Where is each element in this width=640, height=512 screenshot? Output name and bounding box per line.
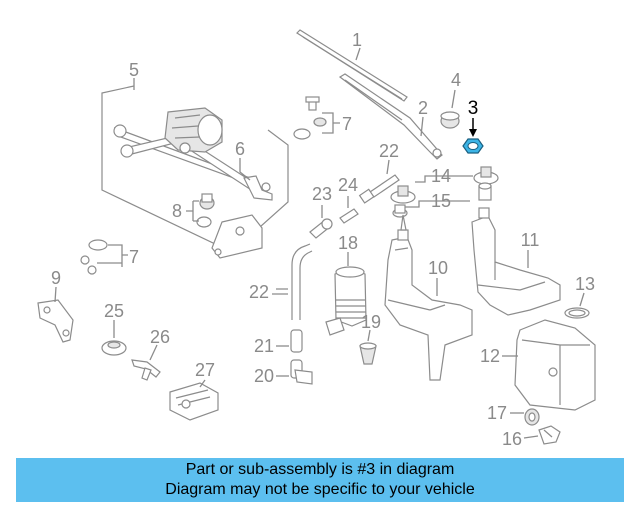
part-26-hose-connector bbox=[131, 344, 161, 381]
callout-5: 5 bbox=[129, 60, 139, 80]
part-21-check-valve bbox=[276, 329, 303, 353]
callout-23: 23 bbox=[312, 184, 332, 204]
callout-24: 24 bbox=[338, 175, 358, 195]
callout-17: 17 bbox=[487, 403, 507, 423]
callout-22-upper: 22 bbox=[379, 141, 399, 161]
part-22-hose-lower bbox=[272, 243, 313, 320]
part-19-grommet bbox=[359, 329, 377, 365]
part-8-grommets bbox=[186, 193, 215, 228]
part-4-cap bbox=[440, 89, 460, 129]
part-2-wiper-arm bbox=[338, 73, 443, 160]
callout-4: 4 bbox=[451, 70, 461, 90]
part-23-connector bbox=[309, 205, 333, 239]
callout-19: 19 bbox=[361, 312, 381, 332]
part-9-bracket bbox=[37, 286, 74, 343]
callout-10: 10 bbox=[428, 258, 448, 278]
part-15-mount bbox=[392, 182, 492, 218]
part-24-connector bbox=[339, 196, 359, 224]
motor-mount-bracket bbox=[211, 214, 263, 259]
callout-7-upper: 7 bbox=[342, 114, 352, 134]
callout-16: 16 bbox=[502, 429, 522, 449]
part-12-washer-tank bbox=[502, 319, 596, 411]
part-17-grommet bbox=[510, 408, 540, 426]
callout-12: 12 bbox=[480, 346, 500, 366]
callout-3: 3 bbox=[468, 98, 479, 119]
callout-11: 11 bbox=[521, 230, 540, 250]
callout-8: 8 bbox=[172, 201, 182, 221]
part-27-pump bbox=[169, 379, 219, 421]
part-25-grommet bbox=[101, 320, 127, 356]
part-10-washer-reservoir bbox=[384, 214, 473, 381]
callout-27: 27 bbox=[195, 360, 215, 380]
callout-6: 6 bbox=[235, 139, 245, 159]
part-22-hose-connector-upper bbox=[358, 159, 400, 204]
part-1-wiper-blade bbox=[296, 29, 408, 102]
callout-13: 13 bbox=[575, 274, 595, 294]
part-7-washers-lower bbox=[80, 239, 128, 275]
part-11-washer-reservoir bbox=[471, 207, 561, 316]
callout-9: 9 bbox=[51, 268, 61, 288]
part-16-pump bbox=[523, 425, 561, 445]
part-7-bolt-washers-upper bbox=[293, 96, 340, 140]
parts-diagram: 1 2 3 4 5 6 7 7 8 9 10 11 12 13 14 15 16… bbox=[37, 29, 596, 449]
callout-15: 15 bbox=[431, 191, 451, 211]
callout-18: 18 bbox=[338, 233, 358, 253]
callout-14: 14 bbox=[431, 166, 451, 186]
part-3-nut-highlighted bbox=[462, 118, 484, 154]
part-13-o-ring bbox=[564, 292, 590, 319]
info-banner: Part or sub-assembly is #3 in diagram Di… bbox=[16, 458, 624, 502]
part-20-nozzle bbox=[276, 359, 313, 385]
banner-line-part: Part or sub-assembly is #3 in diagram bbox=[185, 461, 455, 478]
callout-25: 25 bbox=[104, 301, 124, 321]
callout-1: 1 bbox=[352, 30, 362, 50]
callout-21: 21 bbox=[254, 336, 274, 356]
part-18-washer-pump bbox=[325, 252, 367, 336]
callout-7-lower: 7 bbox=[129, 247, 139, 267]
banner-line-disclaimer: Diagram may not be specific to your vehi… bbox=[165, 481, 475, 498]
callout-26: 26 bbox=[150, 327, 170, 347]
callout-22-lower: 22 bbox=[249, 282, 269, 302]
part-5-wiper-frame-linkage bbox=[101, 78, 289, 253]
callout-20: 20 bbox=[254, 366, 274, 386]
callout-2: 2 bbox=[418, 98, 428, 118]
